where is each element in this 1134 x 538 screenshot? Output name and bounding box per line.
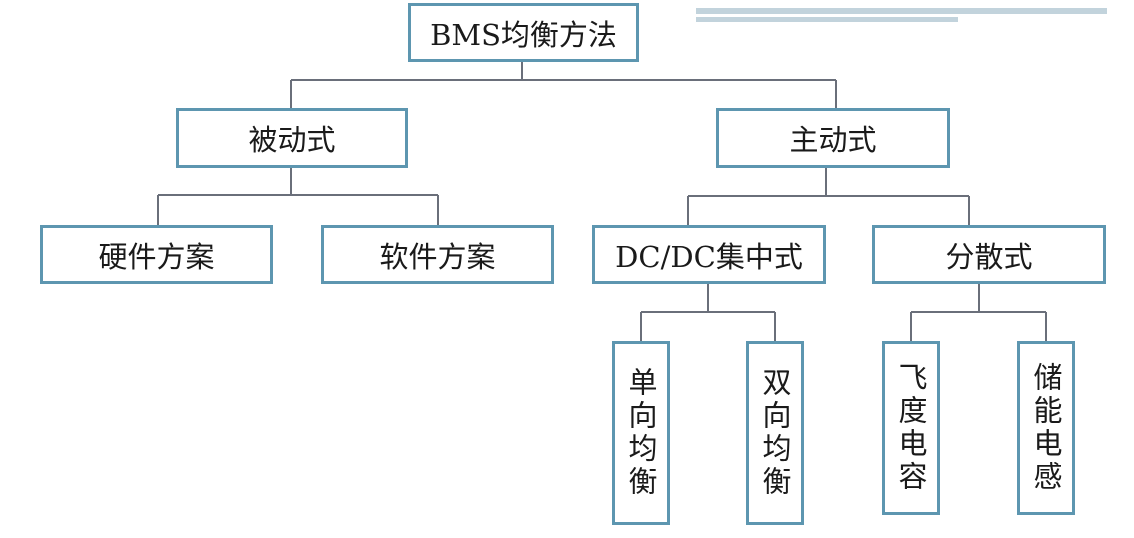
unidirectional-balance-node: 单向均衡 [612,341,670,525]
flying-capacitor-label: 飞度电容 [894,362,928,494]
accent-bar-bottom [696,17,958,22]
storage-inductor-node: 储能电感 [1017,341,1075,515]
dcdc-centralized-node: DC/DC集中式 [592,225,826,284]
active-label: 主动式 [789,123,877,157]
unidirectional-balance-label: 单向均衡 [624,367,658,499]
dcdc-centralized-label: DC/DC集中式 [615,239,803,274]
hardware-scheme-node: 硬件方案 [40,225,273,284]
passive-label: 被动式 [248,123,336,157]
bidirectional-balance-node: 双向均衡 [746,341,804,525]
root-node: BMS均衡方法 [408,3,639,62]
software-scheme-label: 软件方案 [379,239,496,274]
hardware-scheme-label: 硬件方案 [98,239,215,274]
root-label: BMS均衡方法 [430,17,617,52]
flying-capacitor-node: 飞度电容 [882,341,940,515]
passive-node: 被动式 [176,108,408,168]
software-scheme-node: 软件方案 [321,225,554,284]
active-node: 主动式 [716,108,950,168]
accent-bar-top [696,8,1107,14]
distributed-label: 分散式 [945,239,1033,274]
storage-inductor-label: 储能电感 [1029,362,1063,494]
bidirectional-balance-label: 双向均衡 [758,367,792,499]
distributed-node: 分散式 [872,225,1106,284]
